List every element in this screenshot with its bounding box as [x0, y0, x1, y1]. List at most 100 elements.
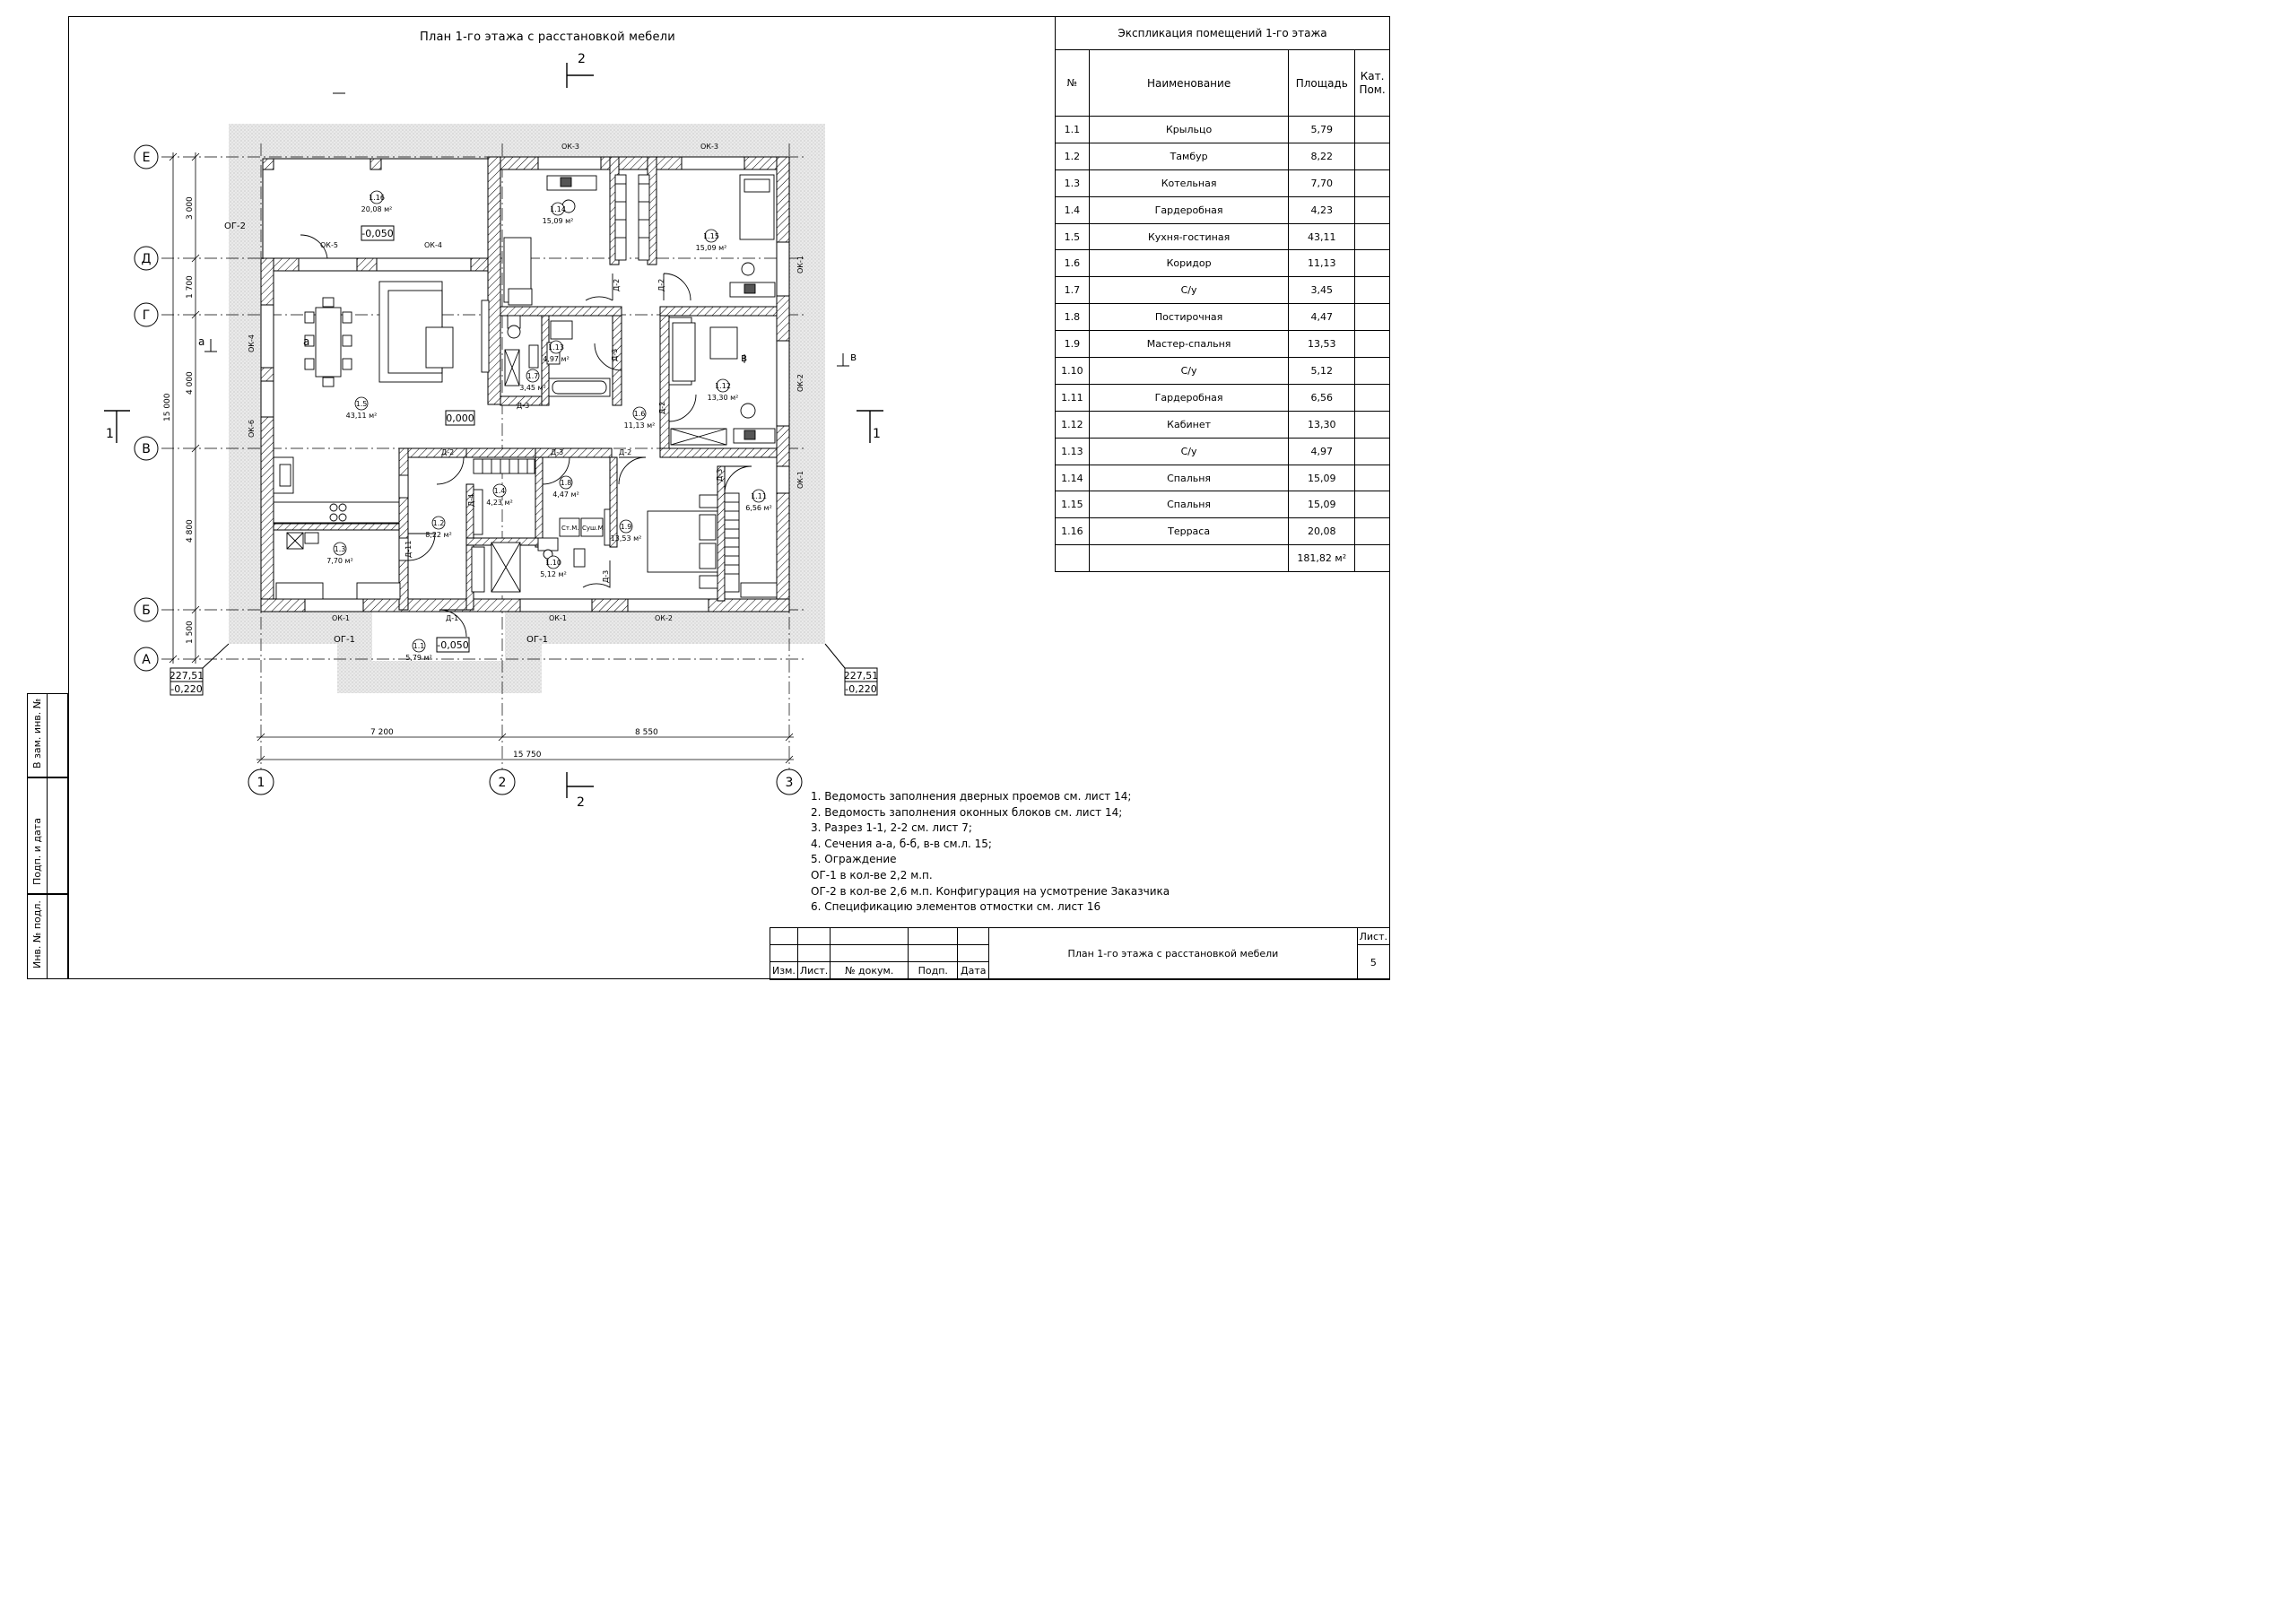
level-main: 0,000: [446, 413, 474, 424]
label-washer: Ст.М.: [561, 525, 578, 532]
explication-cell-num: 1.1: [1055, 116, 1090, 143]
explication-cell-cat: [1354, 410, 1390, 439]
room-tag-circle: [492, 483, 507, 498]
label-d1: Д-1: [446, 614, 458, 622]
label-ok2-right: ОК-2: [796, 374, 804, 392]
section-1-left: 1: [106, 427, 114, 441]
explication-cell-name: Спальня: [1088, 464, 1290, 492]
explication-cell-num: 1.16: [1055, 517, 1090, 546]
dim-row-5: 1 500: [186, 621, 195, 644]
room-number: 1.14: [550, 205, 566, 213]
room-number: 1.13: [548, 343, 564, 352]
room-area: 13,53 м²: [611, 534, 642, 543]
explication-cell-name: Спальня: [1088, 491, 1290, 519]
room-area: 4,47 м²: [552, 491, 579, 499]
axis-label-b: Б: [142, 604, 151, 618]
room-number: 1.1: [413, 642, 425, 650]
explication-cell-cat: [1354, 249, 1390, 278]
opening-labels: ОК-3 ОК-3 ОК-5 ОК-4 ОК-4 ОК-6 ОК-1 ОК-2 …: [224, 143, 804, 645]
section-2-bottom: 2: [577, 795, 585, 810]
explication-cell-num: 1.5: [1055, 222, 1090, 251]
stamp-title: План 1-го этажа с расстановкой мебели: [988, 927, 1358, 980]
axis-label-e: Е: [143, 151, 151, 165]
room-area: 6,56 м²: [745, 504, 772, 512]
room-number: 1.5: [356, 400, 368, 408]
room-number: 1.15: [703, 232, 719, 240]
explication-cell-area: 15,09: [1288, 464, 1356, 492]
explication-table: Экспликация помещений 1-го этажа № Наиме…: [1055, 16, 1390, 573]
label-d2-vert-c: Д-2: [658, 402, 666, 414]
explication-cell-cat: [1354, 330, 1390, 359]
floor-plan: Е Д Г В Б А 1 2 3 3 000 1 700 4 000 4 80…: [104, 52, 883, 810]
note-line: 4. Сечения а-а, б-б, в-в см.л. 15;: [811, 837, 992, 850]
side-stamp-divider: [47, 693, 48, 979]
elevation-marks: 227,51 -0,220 227,51 -0,220: [170, 643, 878, 696]
stamp-list: Лист.: [796, 961, 831, 980]
note-line: 1. Ведомость заполнения дверных проемов …: [811, 790, 1132, 803]
dim-col-2: 8 550: [635, 728, 658, 737]
dim-row-4: 4 800: [186, 519, 195, 543]
label-ok3-a: ОК-3: [561, 143, 579, 151]
explication-cell-area: 15,09: [1288, 491, 1356, 519]
porch-floor: [372, 612, 505, 661]
label-d3-bath: Д-3: [517, 402, 529, 410]
side-stamp-inv: [27, 894, 68, 979]
level-marks: -0,050 0,000 -0,050: [361, 225, 475, 653]
room-number: 1.7: [527, 372, 539, 380]
label-d4: Д-4: [467, 494, 475, 507]
door-swings: [300, 234, 752, 638]
room-area: 4,23 м²: [486, 499, 513, 507]
note-line: ОГ-2 в кол-ве 2,6 м.п. Конфигурация на у…: [811, 884, 1170, 898]
elev-left-top: 227,51: [170, 670, 204, 682]
room-number: 1.3: [335, 545, 346, 553]
room-area: 8,22 м²: [425, 531, 452, 539]
explication-cell-num: 1.11: [1055, 383, 1090, 412]
dim-col-1: 7 200: [370, 728, 394, 737]
dim-col-total: 15 750: [513, 751, 542, 760]
room-tag-circle: [546, 555, 561, 569]
explication-cell-name: Терраса: [1088, 517, 1290, 546]
label-d2-a: Д-2: [441, 448, 454, 456]
axis-label-a: А: [142, 653, 151, 667]
explication-cell-area: 13,53: [1288, 330, 1356, 359]
label-ok4-left: ОК-4: [248, 334, 256, 352]
label-d3-vert-a: Д-3: [611, 349, 619, 361]
room-area: 20,08 м²: [361, 205, 393, 213]
section-2-top: 2: [578, 52, 586, 66]
note-line: 3. Разрез 1-1, 2-2 см. лист 7;: [811, 821, 972, 835]
level-porch: -0,050: [437, 639, 468, 651]
explication-cell-num: 1.2: [1055, 142, 1090, 170]
room-number: 1.4: [494, 487, 506, 495]
label-ok6: ОК-6: [248, 420, 256, 438]
level-terrace: -0,050: [361, 228, 393, 239]
label-ok5: ОК-5: [320, 241, 338, 249]
section-marks: [104, 63, 883, 798]
explication-cell-name: Тамбур: [1088, 142, 1290, 170]
side-stamp-zam: [27, 693, 68, 777]
room-area: 43,11 м²: [346, 412, 378, 420]
room-area: 11,13 м²: [624, 421, 656, 430]
room-number: 1.16: [369, 194, 385, 202]
explication-cell-name: Гардеробная: [1088, 195, 1290, 224]
label-ok1-right-bot: ОК-1: [796, 471, 804, 489]
explication-cell-area: 5,12: [1288, 357, 1356, 385]
room-area: 5,12 м²: [540, 570, 567, 578]
room-number: 1.2: [433, 519, 445, 527]
axis-bubbles: [134, 144, 803, 795]
axis-label-d: Д: [142, 252, 152, 266]
label-d3-a: Д-3: [551, 448, 563, 456]
label-d2-b: Д-2: [619, 448, 631, 456]
room-area: 13,30 м²: [708, 394, 739, 402]
note-line: ОГ-1 в кол-ве 2,2 м.п.: [811, 868, 933, 881]
dim-row-1: 3 000: [186, 196, 195, 220]
room-tag-circle: [431, 516, 446, 530]
col-area-header: Площадь: [1288, 49, 1356, 117]
explication-cell-area: 4,23: [1288, 195, 1356, 224]
explication-cell-name: Коридор: [1088, 249, 1290, 278]
